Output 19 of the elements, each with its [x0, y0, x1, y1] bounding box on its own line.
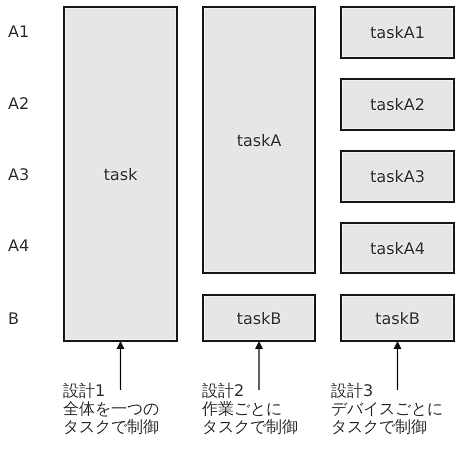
task-box: taskA4 [340, 222, 455, 274]
task-box: taskA3 [340, 150, 455, 203]
design-note: 設計1 全体を一つのタスクで制御 [63, 382, 183, 436]
row-label: A2 [8, 94, 30, 113]
row-label: B [8, 309, 19, 328]
task-box: taskA1 [340, 6, 455, 59]
design-note: 設計3 デバイスごとにタスクで制御 [331, 382, 458, 436]
design-note: 設計2 作業ごとにタスクで制御 [202, 382, 322, 436]
task-box: taskA2 [340, 78, 455, 131]
row-label: A4 [8, 236, 30, 255]
task-box: taskB [202, 294, 316, 342]
row-label: A3 [8, 165, 30, 184]
row-label: A1 [8, 22, 30, 41]
arrow [116, 341, 124, 390]
task-box: taskB [340, 294, 455, 342]
task-box: task [63, 6, 178, 342]
task-box: taskA [202, 6, 316, 274]
arrow [394, 341, 402, 390]
arrow [255, 341, 263, 390]
